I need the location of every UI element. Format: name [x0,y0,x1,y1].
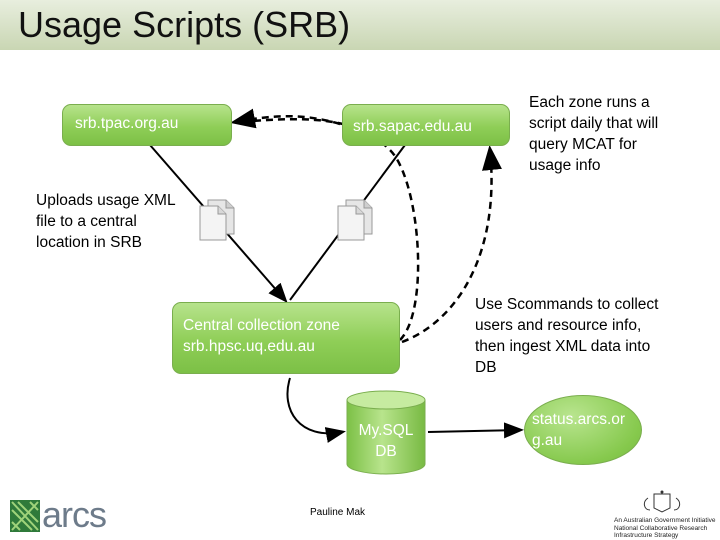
coat-of-arms-icon [643,490,681,513]
note-line: query MCAT for [529,136,637,153]
arrow-central-to-db [286,377,346,443]
status-label: status.arcs.or g.au [532,409,625,451]
stacked-documents-icon [199,199,235,241]
note-line: usage info [529,157,601,174]
footer-author: Pauline Mak [310,507,366,518]
db-label: My.SQL DB [346,420,426,462]
note-line: Uploads usage XML [36,192,176,209]
box-central-collection: Central collection zone srb.hpsc.uq.edu.… [172,302,400,374]
arrow-sapac-to-tpac-dashed [230,108,341,129]
note-zone-script: Each zone runs a script daily that will … [529,92,658,176]
box-srb-sapac-label: srb.sapac.edu.au [353,118,472,135]
box-srb-tpac-label: srb.tpac.org.au [75,115,179,132]
note-line: script daily that will [529,115,659,132]
db-line-1: My.SQL [358,422,414,439]
note-uploads: Uploads usage XML file to a central loca… [36,190,176,253]
status-ellipse [524,395,642,465]
status-line-1: status.arcs.or [532,411,626,428]
arcs-wordmark: arcs [42,494,107,535]
database-cylinder [346,390,426,475]
gov-line-2: National Collaborative Research [614,525,708,532]
arrow-db-to-status [427,422,524,439]
note-line: Each zone runs a [529,94,650,111]
note-line: users and resource info, [475,317,642,334]
box-srb-sapac: srb.sapac.edu.au [342,104,510,146]
gov-line-1: An Australian Government Initiative [614,517,716,524]
arrow-central-to-tpac-dashed [239,117,420,341]
note-line: location in SRB [36,234,142,251]
note-line: Use Scommands to collect [475,296,659,313]
page-title: Usage Scripts (SRB) [18,4,351,45]
arrow-central-to-sapac-dashed [401,145,502,344]
box-srb-tpac: srb.tpac.org.au [62,104,232,146]
note-line: DB [475,359,497,376]
note-line: file to a central [36,213,137,230]
note-scommands: Use Scommands to collect users and resou… [475,294,659,378]
gov-line-3: Infrastructure Strategy [614,532,679,539]
title-bar [0,0,720,50]
note-line: then ingest XML data into [475,338,651,355]
status-line-2: g.au [532,432,563,449]
stacked-documents-icon [337,199,373,241]
central-line-2: srb.hpsc.uq.edu.au [183,338,315,355]
arcs-logo-icon [10,500,40,532]
central-line-1: Central collection zone [183,317,340,334]
db-line-2: DB [375,443,397,460]
